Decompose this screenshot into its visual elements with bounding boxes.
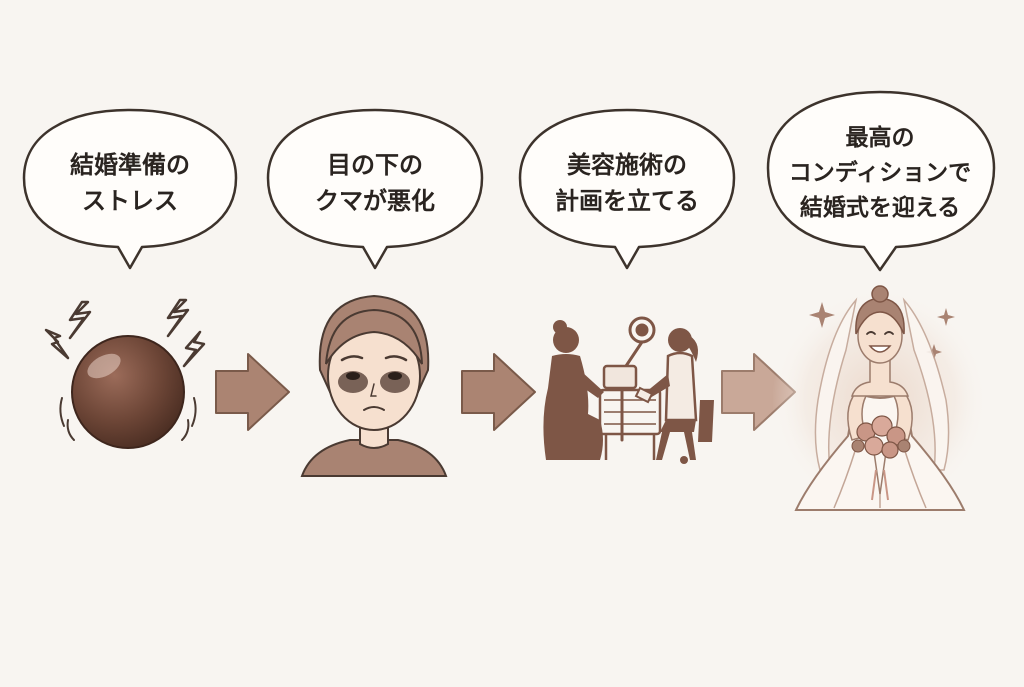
bubble-shape (266, 108, 484, 270)
client-silhouette (543, 320, 604, 460)
bubble-3-line-2: 計画を立てる (555, 187, 699, 215)
bubble-2-line-1: 目の下の (327, 151, 423, 179)
speech-bubble-4: 最高の コンディションで 結婚式を迎える (766, 90, 996, 272)
eye-right (388, 372, 402, 380)
dark-circle-left (338, 371, 368, 393)
speech-bubble-3: 美容施術の 計画を立てる (518, 108, 736, 270)
bouquet (851, 415, 911, 501)
eyebrow-right (384, 355, 408, 362)
eye-right (884, 331, 894, 335)
hair-bun (871, 285, 889, 303)
neck (850, 359, 910, 397)
bubble-4-line-1: 最高の (846, 124, 915, 151)
smile (868, 345, 892, 353)
bubble-1-line-1: 結婚準備の (70, 151, 190, 179)
bubble-4-line-3: 結婚式を迎える (800, 194, 960, 221)
eye-left (866, 331, 876, 335)
ball-highlight (87, 353, 121, 379)
stress-ball-icon (44, 298, 206, 449)
frown (363, 406, 385, 411)
hair (855, 297, 905, 335)
hair-fringe (325, 308, 423, 365)
bubble-2-line-2: クマが悪化 (315, 187, 435, 215)
practitioner-silhouette (634, 328, 714, 464)
nose (370, 383, 377, 397)
ball (71, 335, 185, 449)
arrow-2-to-3 (461, 353, 536, 431)
treatment-device (598, 364, 662, 460)
bubble-shape (518, 108, 736, 270)
arrow-1-to-2 (215, 353, 290, 431)
bubble-shape (766, 90, 996, 272)
bubble-shape (22, 108, 238, 270)
sparkle-icon (809, 302, 955, 360)
eye-left (346, 372, 360, 380)
motion-lines (59, 397, 197, 441)
beauty-treatment-icon (543, 316, 714, 464)
eyebrow-left (340, 355, 364, 362)
lamp (620, 316, 656, 442)
shoulders (300, 439, 448, 477)
speech-bubble-1: 結婚準備の ストレス (22, 108, 238, 270)
bubble-4-line-2: コンディションで (789, 159, 971, 186)
lightning-icon (44, 298, 206, 368)
tired-face-icon (300, 294, 448, 477)
bubble-3-line-1: 美容施術の (567, 151, 687, 179)
happy-bride-icon (772, 285, 988, 512)
bubble-1-line-2: ストレス (82, 187, 178, 215)
dark-circle-right (380, 371, 410, 393)
speech-bubble-2: 目の下の クマが悪化 (266, 108, 484, 270)
veil (814, 297, 950, 471)
